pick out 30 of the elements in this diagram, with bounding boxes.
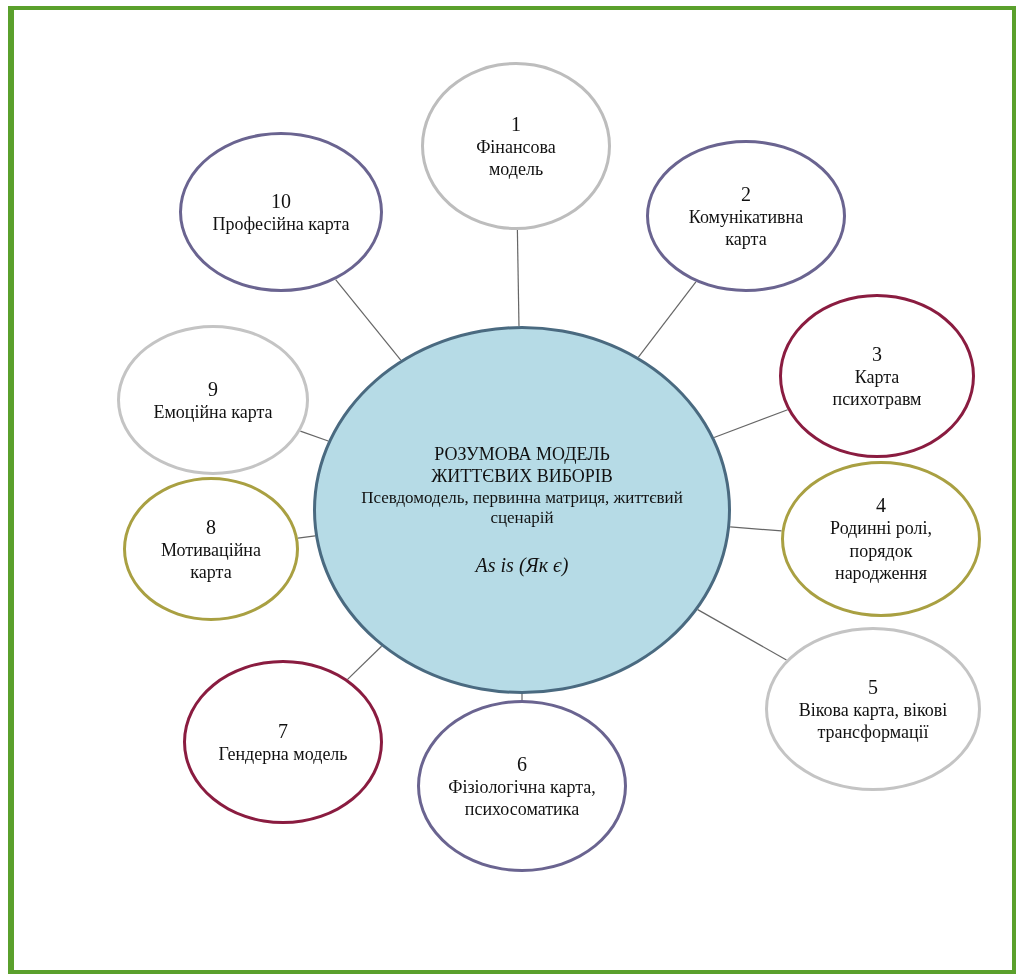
connector-line	[297, 535, 316, 539]
heading-text: РОЗУМОВА МОДЕЛЬ ЖИТТЄВИХ ВИБОРІВ	[430, 442, 614, 488]
number-label: 3	[872, 341, 882, 366]
number-label: 7	[278, 718, 288, 743]
number-label: 6	[517, 751, 527, 776]
connector-line	[637, 281, 697, 358]
number-label: 4	[876, 493, 886, 518]
number-label: 1	[511, 111, 521, 136]
number-label: 2	[741, 181, 751, 206]
connector-line	[729, 526, 783, 532]
connector-line	[521, 693, 523, 701]
number-label: 5	[868, 674, 878, 699]
connector-line	[516, 229, 520, 327]
topic-label: Комунікативна карта	[687, 205, 805, 251]
subtitle-text: As is (Як є)	[475, 554, 569, 578]
number-label: 9	[208, 376, 218, 401]
description-text: Псевдомодель, первинна матриця, життєвий сценарій	[360, 487, 684, 529]
connector-line	[713, 409, 789, 439]
number-label: 10	[271, 188, 291, 213]
topic-label: Родинні ролі, порядок народження	[829, 517, 933, 585]
connector-line	[335, 278, 402, 361]
topic-label: Емоційна карта	[153, 400, 273, 424]
topic-label: Гендерна модель	[218, 742, 348, 766]
topic-label: Мотиваційна карта	[160, 538, 262, 584]
topic-label: Фізіологічна карта, психосоматика	[447, 775, 597, 821]
number-label: 8	[206, 514, 216, 539]
topic-label: Фінансова модель	[475, 135, 557, 181]
topic-label: Вікова карта, вікові трансформації	[797, 698, 949, 744]
topic-label: Карта психотравм	[831, 365, 923, 411]
topic-label: Професійна карта	[212, 212, 350, 236]
